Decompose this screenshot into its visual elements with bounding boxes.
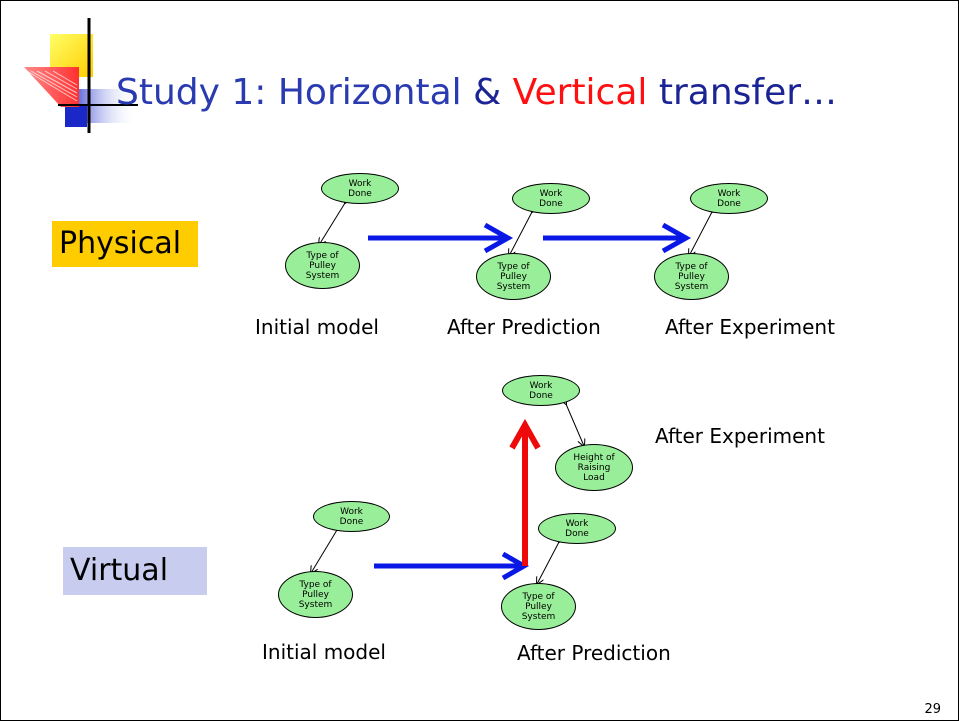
node-pulley-system: Type of Pulley System: [476, 253, 551, 300]
node-pulley-system: Type of Pulley System: [654, 253, 729, 300]
link-arrow-virtual-initial: [311, 530, 337, 573]
title-prefix: Study 1:: [116, 72, 278, 113]
vertical-transfer-arrow: [509, 418, 541, 566]
physical-label: Physical: [52, 221, 198, 267]
physical-caption-experiment: After Experiment: [665, 315, 835, 339]
node-pulley-system: Type of Pulley System: [285, 242, 360, 289]
node-pulley-system: Type of Pulley System: [501, 583, 576, 630]
node-work-done: Work Done: [502, 375, 580, 406]
node-work-done: Work Done: [690, 183, 768, 214]
title-suffix: transfer…: [647, 72, 838, 113]
link-arrow-virtual-prediction: [537, 542, 559, 584]
node-pulley-system: Type of Pulley System: [278, 571, 353, 618]
title-horizontal: Horizontal: [277, 72, 462, 113]
link-arrow-virtual-experiment: [566, 404, 584, 446]
physical-caption-initial: Initial model: [255, 315, 379, 339]
node-work-done: Work Done: [538, 513, 616, 544]
node-work-done: Work Done: [321, 173, 399, 204]
physical-transition-arrow-1: [368, 222, 514, 254]
title-vertical: Vertical: [512, 72, 648, 113]
slide-title: Study 1: Horizontal & Vertical transfer…: [116, 75, 837, 111]
node-height-raising-load: Height of Raising Load: [555, 444, 633, 491]
logo-blue-square: [65, 105, 87, 127]
virtual-transition-arrow: [374, 551, 530, 581]
link-arrow-physical-initial: [319, 203, 345, 245]
physical-transition-arrow-2: [543, 222, 692, 254]
virtual-caption-experiment: After Experiment: [655, 424, 825, 448]
physical-caption-prediction: After Prediction: [447, 315, 601, 339]
node-work-done: Work Done: [512, 183, 590, 214]
virtual-caption-initial: Initial model: [262, 640, 386, 664]
virtual-caption-prediction: After Prediction: [517, 641, 671, 665]
virtual-label: Virtual: [63, 547, 207, 595]
link-arrow-physical-prediction: [509, 212, 532, 256]
link-arrow-physical-experiment: [689, 212, 712, 256]
title-amp: &: [461, 72, 513, 113]
node-work-done: Work Done: [313, 501, 390, 532]
page-number: 29: [924, 702, 941, 717]
